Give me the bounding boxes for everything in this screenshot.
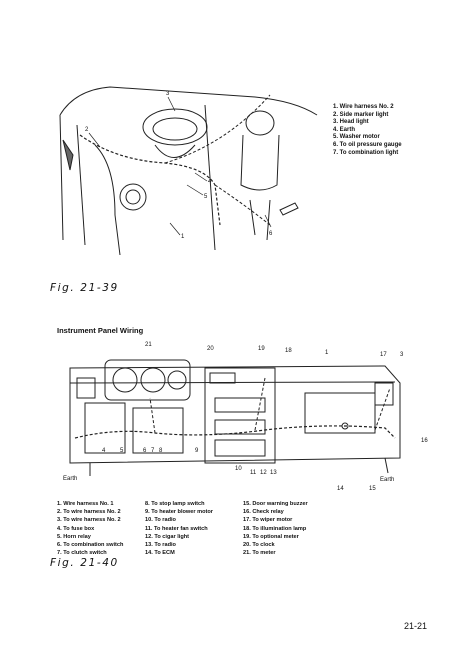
callout-7: 7 [151,448,155,454]
callout-5: 5 [120,448,124,454]
callout-13: 13 [270,470,277,476]
legend-item: 2. Side marker light [333,111,389,118]
figure-21-40-legend-col1: 1. Wire harness No. 1 2. To wire harness… [57,500,123,557]
legend-item: 5. Washer motor [333,134,380,141]
legend-item: 1. Wire harness No. 1 [57,501,114,507]
callout-14: 14 [337,486,344,492]
callout-3: 3 [166,91,170,97]
legend-item: 15. Door warning buzzer [243,501,308,507]
callout-17: 17 [380,352,387,358]
legend-item: 5. Horn relay [57,533,91,540]
legend-item: 18. To illumination lamp [243,525,307,532]
callout-1: 1 [181,234,185,240]
legend-item: 2. To wire harness No. 2 [57,509,121,516]
legend-item: 7. To combination light [333,149,399,156]
figure-21-40-caption: Fig. 21-40 [50,557,119,569]
earth-label-left: Earth [63,476,77,482]
figure-21-40-illustration: 21 20 19 18 1 17 3 21 4 5 6 7 8 9 10 11 … [63,342,428,492]
legend-item: 13. To radio [145,542,176,549]
section-title: Instrument Panel Wiring [57,326,144,335]
callout-11: 11 [250,470,257,476]
legend-item: 8. To stop lamp switch [145,501,205,507]
callout-18: 18 [285,348,292,354]
legend-item: 4. Earth [333,126,356,133]
legend-item: 11. To heater fan switch [145,525,208,532]
callout-5: 5 [204,194,208,200]
legend-item: 12. To cigar light [145,533,190,540]
callout-19: 19 [258,346,265,352]
figure-21-39-legend: 1. Wire harness No. 2 2. Side marker lig… [333,104,402,157]
legend-item: 19. To optional meter [243,533,299,540]
callout-4: 4 [208,179,212,185]
legend-item: 9. To heater blower motor [145,509,213,516]
callout-8: 8 [159,448,163,454]
callout-4: 4 [102,448,106,454]
legend-item: 10. To radio [145,517,176,524]
legend-item: 6. To combination switch [57,542,124,549]
figure-21-40-legend-col2: 8. To stop lamp switch 9. To heater blow… [145,500,213,557]
callout-1: 1 [325,350,329,356]
legend-item: 17. To wiper motor [243,517,293,524]
figure-21-39-illustration: 3 2 4 5 1 6 [59,86,318,256]
legend-item: 20. To clock [243,542,275,549]
legend-item: 14. To ECM [145,550,175,557]
earth-label-right: Earth [380,477,394,483]
legend-item: 3. Head light [333,119,369,126]
callout-20: 20 [207,346,214,352]
callout-6: 6 [269,231,273,237]
callout-16: 16 [421,438,428,444]
legend-item: 3. To wire harness No. 2 [57,517,121,524]
callout-9: 9 [195,448,199,454]
callout-3: 3 [400,352,404,358]
figure-21-40-legend-col3: 15. Door warning buzzer 16. Check relay … [243,500,308,557]
figure-21-39-caption: Fig. 21-39 [50,282,119,294]
page-number: 21-21 [404,621,428,631]
callout-6: 6 [143,448,147,454]
callout-21: 21 [145,342,152,348]
callout-2: 2 [85,127,89,133]
legend-item: 6. To oil pressure gauge [333,141,402,148]
callout-10: 10 [235,466,242,472]
legend-item: 1. Wire harness No. 2 [333,104,394,110]
legend-item: 7. To clutch switch [57,550,107,557]
callout-15: 15 [369,486,376,492]
legend-item: 21. To meter [243,550,276,557]
legend-item: 16. Check relay [243,509,284,516]
callout-12: 12 [260,470,267,476]
legend-item: 4. To fuse box [57,525,95,532]
